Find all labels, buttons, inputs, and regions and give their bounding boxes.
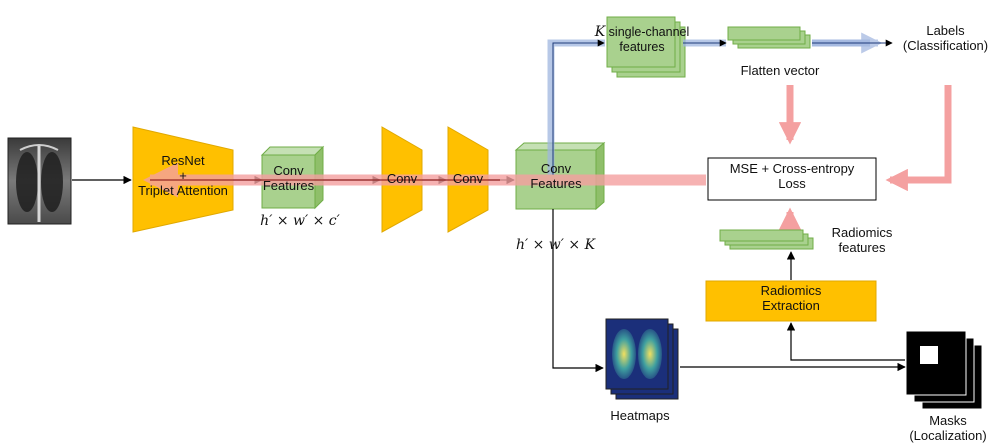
red-arrow-from-labels xyxy=(885,85,952,192)
single-channel-label: K single-channel features xyxy=(594,24,690,55)
masks-label: Masks (Localization) xyxy=(909,413,987,443)
loss-label: MSE + Cross-entropy Loss xyxy=(729,161,855,191)
heatmaps-label: Heatmaps xyxy=(610,408,670,423)
conv-2-label: Conv xyxy=(452,171,484,186)
loss-box xyxy=(707,157,877,201)
conv-features-1-label: Conv Features xyxy=(262,163,315,193)
radiomics-features-stack xyxy=(719,229,814,250)
resnet-label: ResNet + Triplet Attention xyxy=(128,153,238,199)
flatten-vector-label: Flatten vector xyxy=(740,63,820,78)
single-channel-features-stack xyxy=(606,16,686,78)
heatmaps-stack xyxy=(605,318,679,400)
resnet-title: ResNet xyxy=(161,153,205,168)
arrow-masks-to-extraction xyxy=(786,322,905,361)
masks-stack xyxy=(905,330,983,410)
radiomics-extraction-box xyxy=(705,280,877,322)
radiomics-extraction-label: Radiomics Extraction xyxy=(760,283,822,313)
resnet-subtitle: Triplet Attention xyxy=(138,182,228,198)
flatten-vector-stack xyxy=(727,26,811,49)
resnet-plus: + xyxy=(179,167,187,183)
arrow-features-to-heatmaps xyxy=(552,209,604,373)
k-symbol: K xyxy=(594,24,606,40)
dimension-label-1: h′ × w′ × c′ xyxy=(260,213,340,229)
chest-xray-image xyxy=(7,137,72,225)
conv-1-label: Conv xyxy=(386,171,418,186)
dimension-label-2: h′ × w′ × K xyxy=(515,237,596,253)
labels-label: Labels (Classification) xyxy=(902,23,989,53)
conv-features-2-label: Conv Features xyxy=(530,161,582,191)
thin-arrow-upper xyxy=(552,39,605,175)
radiomics-features-label: Radiomics features xyxy=(831,225,893,255)
